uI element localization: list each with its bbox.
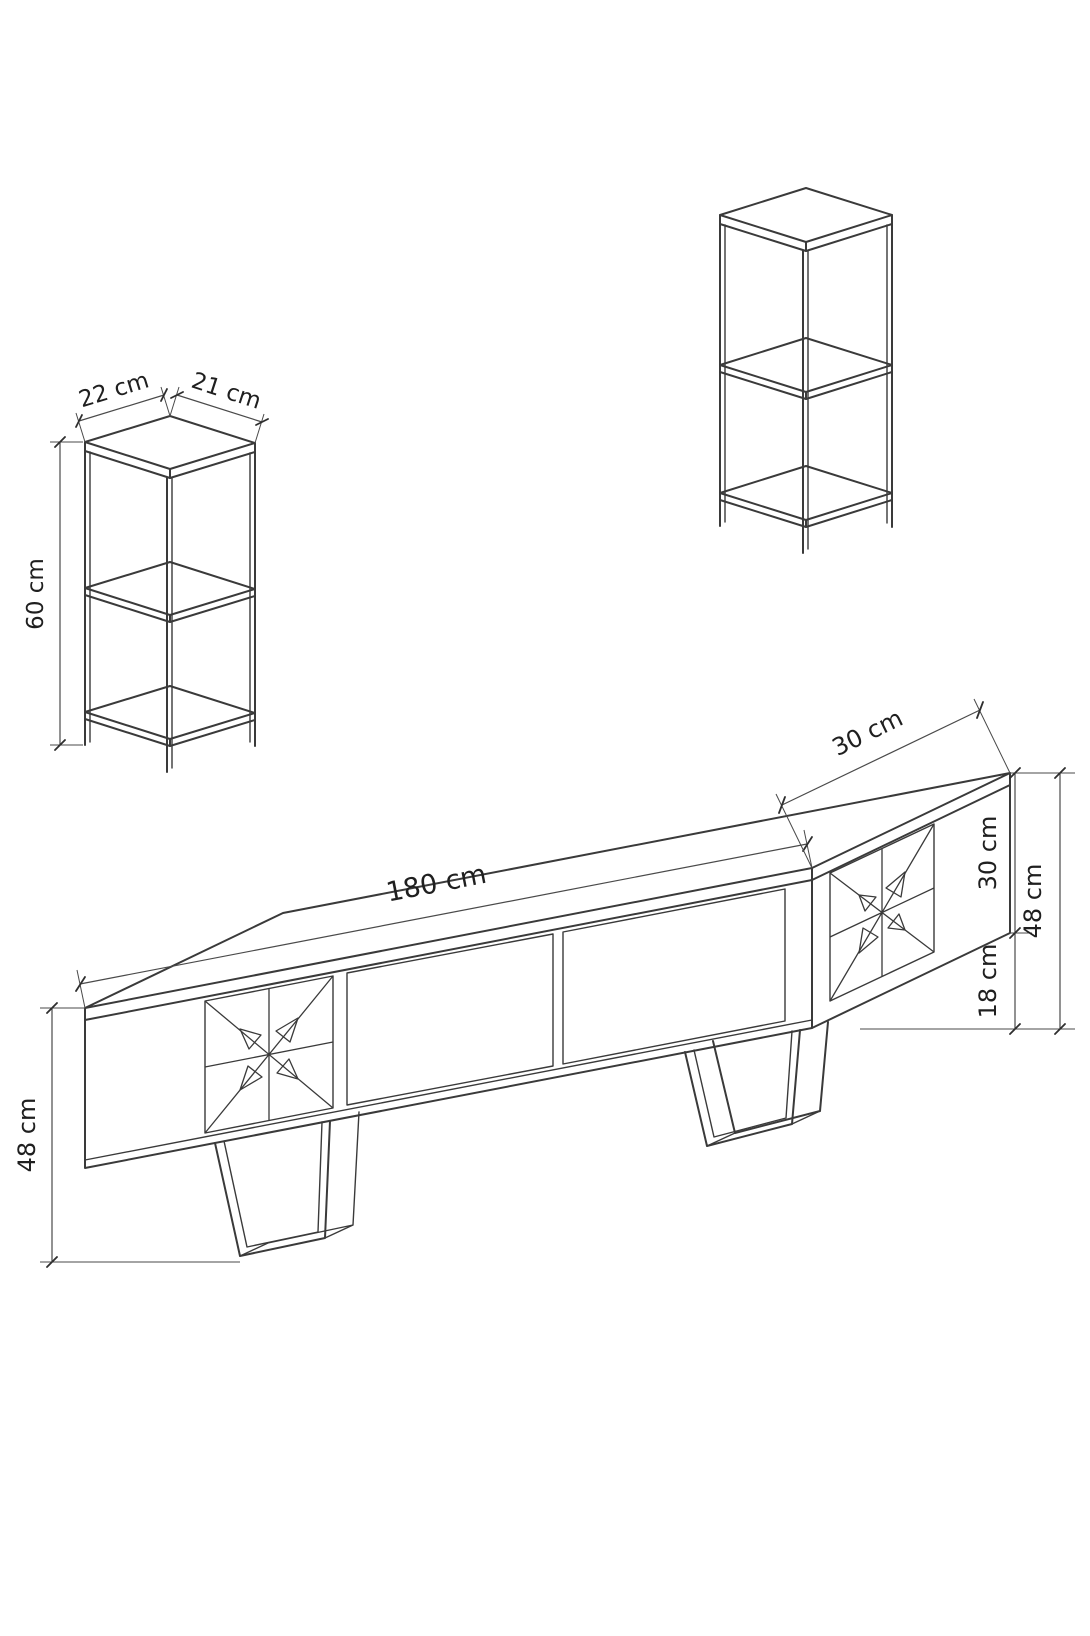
tv-unit <box>84 772 1011 1257</box>
front-door-left <box>346 933 554 1106</box>
side-table-right-middle-shelf <box>719 337 893 400</box>
side-table-width-label: 22 cm <box>76 367 152 413</box>
side-table-left-posts <box>84 450 256 773</box>
tv-depth-label: 30 cm <box>828 704 907 762</box>
left-sled-leg <box>214 1111 360 1257</box>
right-sled-leg <box>684 1021 829 1147</box>
tv-total-height-label: 48 cm <box>1019 864 1047 939</box>
dim-side-table-height: 60 cm <box>23 436 83 751</box>
side-table-right-top-panel <box>719 187 893 252</box>
side-table-right <box>719 187 893 554</box>
tv-unit-front-face <box>84 879 813 1169</box>
side-lattice-panel <box>829 823 935 1002</box>
tv-leg-height-label: 18 cm <box>974 944 1002 1019</box>
side-table-right-bottom-shelf <box>719 465 893 528</box>
side-table-height-label: 60 cm <box>23 558 49 630</box>
front-door-right <box>562 888 786 1065</box>
front-lattice-triangles <box>239 1017 299 1091</box>
side-table-depth-label: 21 cm <box>188 368 264 415</box>
side-table-left-top-panel <box>84 415 256 479</box>
front-lattice-door <box>204 975 334 1134</box>
dim-tv-right-stack: 30 cm 18 cm 48 cm <box>860 767 1075 1035</box>
side-table-left <box>84 415 256 773</box>
tv-left-height-label: 48 cm <box>13 1098 41 1173</box>
side-table-right-posts <box>719 223 893 554</box>
tv-body-height-label: 30 cm <box>974 816 1002 891</box>
dim-tv-left-height: 48 cm <box>13 1002 240 1268</box>
tv-unit-dimensions: 180 cm 30 cm 30 cm 18 cm 48 cm <box>13 698 1075 1268</box>
tv-width-label: 180 cm <box>384 859 489 909</box>
side-table-left-middle-shelf <box>84 561 256 623</box>
dim-tv-width: 180 cm <box>75 829 813 1009</box>
side-lattice-triangles <box>858 871 906 954</box>
side-table-left-bottom-shelf <box>84 685 256 747</box>
